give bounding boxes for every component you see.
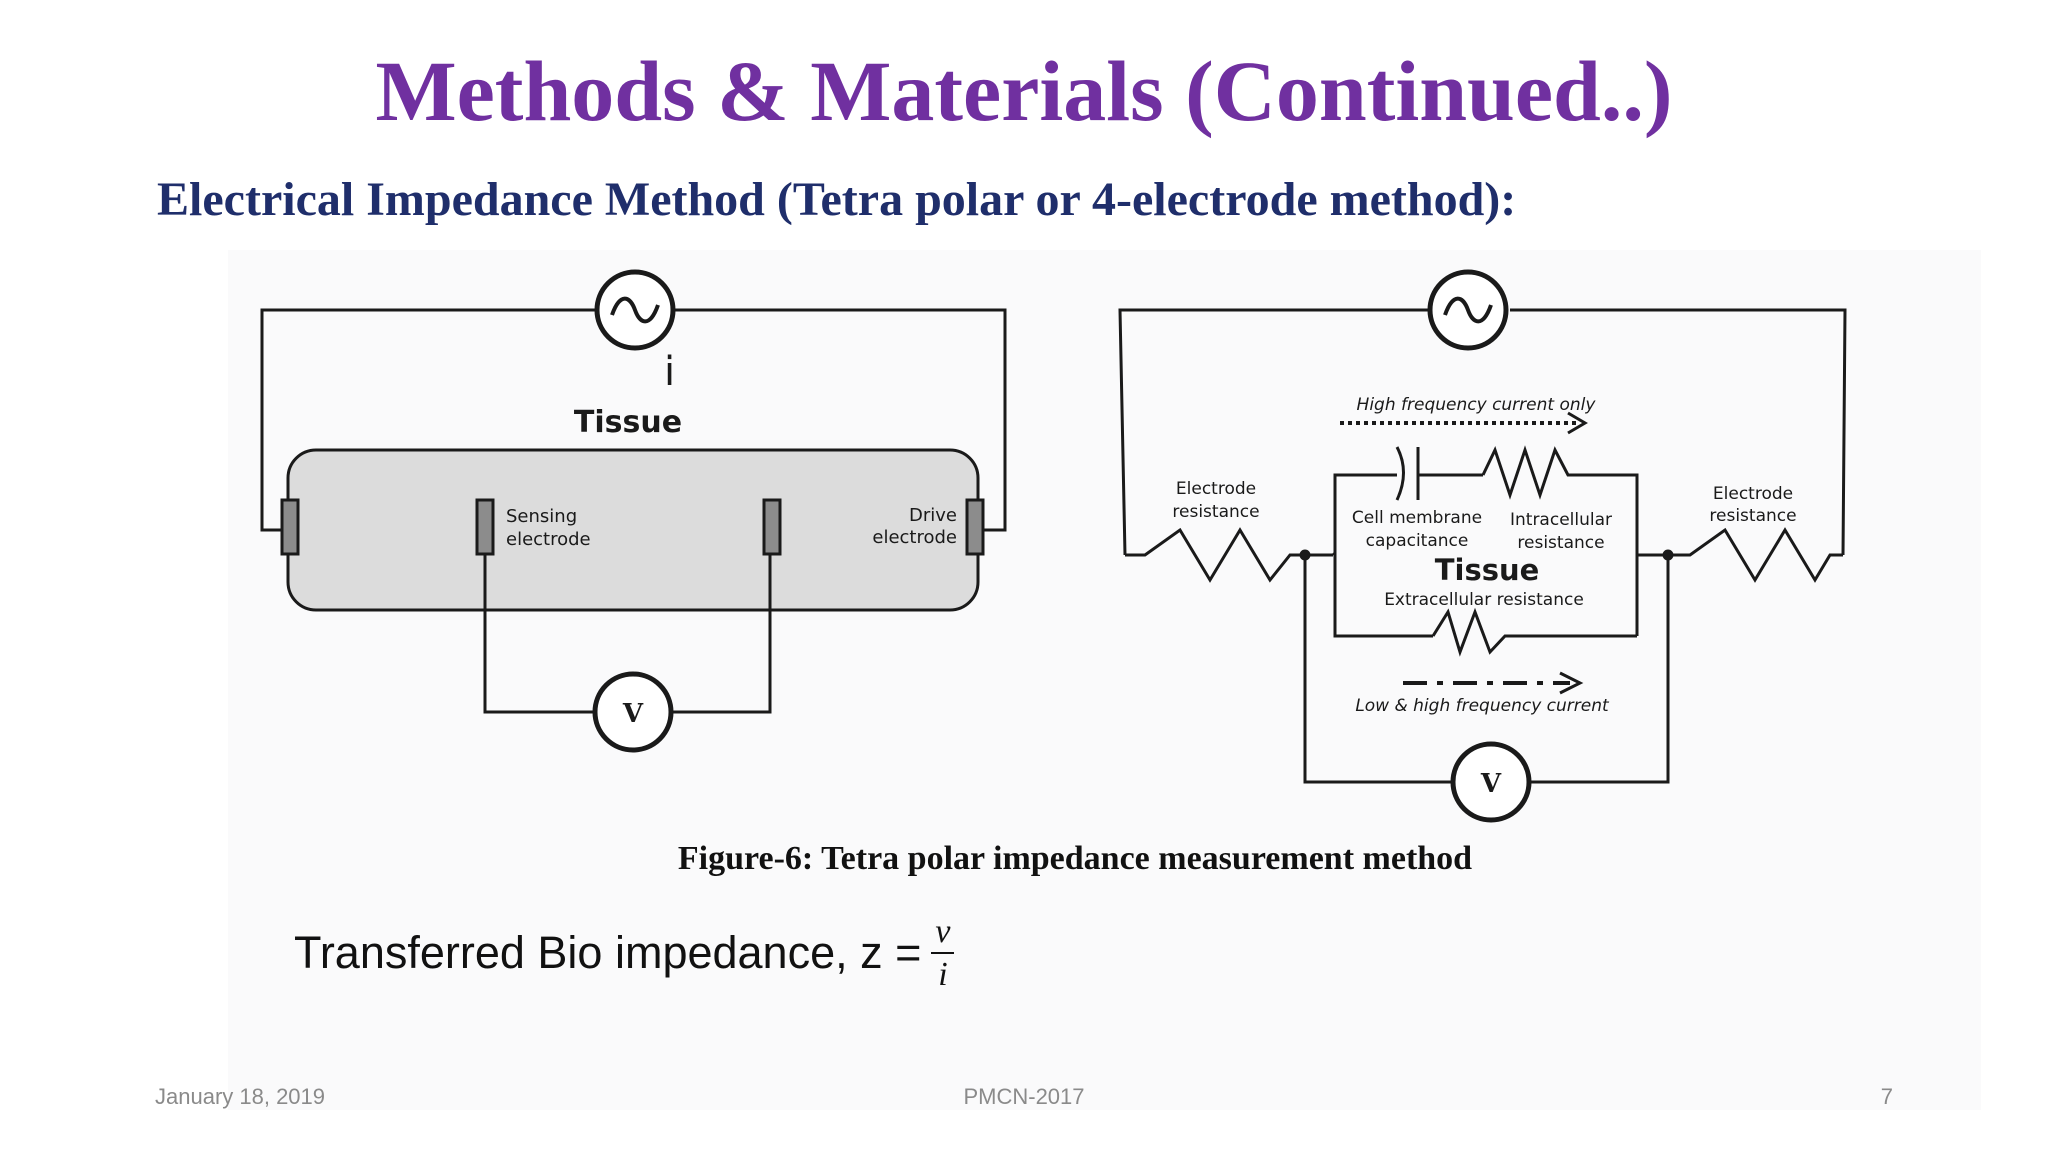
- electrode-resistance-right-1: Electrode: [1713, 484, 1793, 504]
- voltmeter-icon: [592, 671, 674, 753]
- current-symbol: i: [664, 349, 675, 395]
- sensing-electrode-left: [475, 498, 495, 556]
- sensing-electrode-label-1: Sensing: [506, 506, 577, 527]
- tissue-label-left: Tissue: [574, 405, 682, 440]
- electrode-resistance-left-1: Electrode: [1176, 479, 1256, 499]
- formula-text: Transferred Bio impedance, z =: [294, 927, 922, 978]
- figure-caption: Figure-6: Tetra polar impedance measurem…: [677, 840, 1473, 877]
- left-circuit: [260, 308, 1007, 714]
- drive-electrode-right: [965, 498, 985, 556]
- drive-electrode-left: [280, 498, 300, 556]
- high-frequency-label: High frequency current only: [1357, 395, 1597, 415]
- intracellular-resistor: [1481, 445, 1578, 500]
- cell-membrane-label-1: Cell membrane: [1352, 508, 1482, 528]
- sine-wave-icon-right: [1443, 296, 1493, 324]
- cell-membrane-capacitor: [1385, 446, 1483, 501]
- slide-title: Methods & Materials (Continued..): [375, 43, 1673, 139]
- drive-electrode-label-2: electrode: [872, 527, 957, 548]
- cell-membrane-label-2: capacitance: [1366, 531, 1469, 551]
- voltmeter-label-right: V: [1480, 769, 1502, 799]
- impedance-formula: Transferred Bio impedance, z = v i: [294, 908, 955, 998]
- figure-background: [228, 250, 1981, 1110]
- formula-numerator: v: [931, 913, 955, 954]
- footer-page-number: 7: [1880, 1084, 1893, 1109]
- voltmeter-icon-right: [1450, 741, 1532, 823]
- sensing-electrode-label-2: electrode: [506, 529, 591, 550]
- extracellular-resistor: [1431, 607, 1637, 657]
- drive-electrode-label-1: Drive: [909, 505, 957, 526]
- section-subtitle: Electrical Impedance Method (Tetra polar…: [157, 173, 1517, 226]
- electrode-resistance-right-2: resistance: [1709, 506, 1796, 526]
- footer-conference: PMCN-2017: [963, 1084, 1085, 1109]
- footer-date: January 18, 2019: [155, 1084, 326, 1109]
- right-electrode-resistor: [1670, 527, 1843, 583]
- tissue-label-right: Tissue: [1435, 553, 1540, 587]
- sine-wave-icon: [610, 296, 660, 324]
- sensing-electrode-right: [762, 498, 782, 556]
- formula-fraction: v i: [931, 913, 955, 994]
- low-high-frequency-label: Low & high frequency current: [1355, 696, 1610, 716]
- extracellular-label: Extracellular resistance: [1384, 590, 1584, 610]
- intracellular-label-1: Intracellular: [1510, 510, 1612, 530]
- voltmeter-label-left: V: [622, 699, 644, 729]
- impedance-diagram: i Tissue Sensing electrode Drive electro…: [260, 269, 1847, 823]
- formula-denominator: i: [938, 956, 948, 993]
- left-electrode-resistor: [1125, 527, 1333, 583]
- intracellular-label-2: resistance: [1517, 533, 1604, 553]
- right-circuit: [1118, 308, 1847, 784]
- electrode-resistance-left-2: resistance: [1172, 502, 1259, 522]
